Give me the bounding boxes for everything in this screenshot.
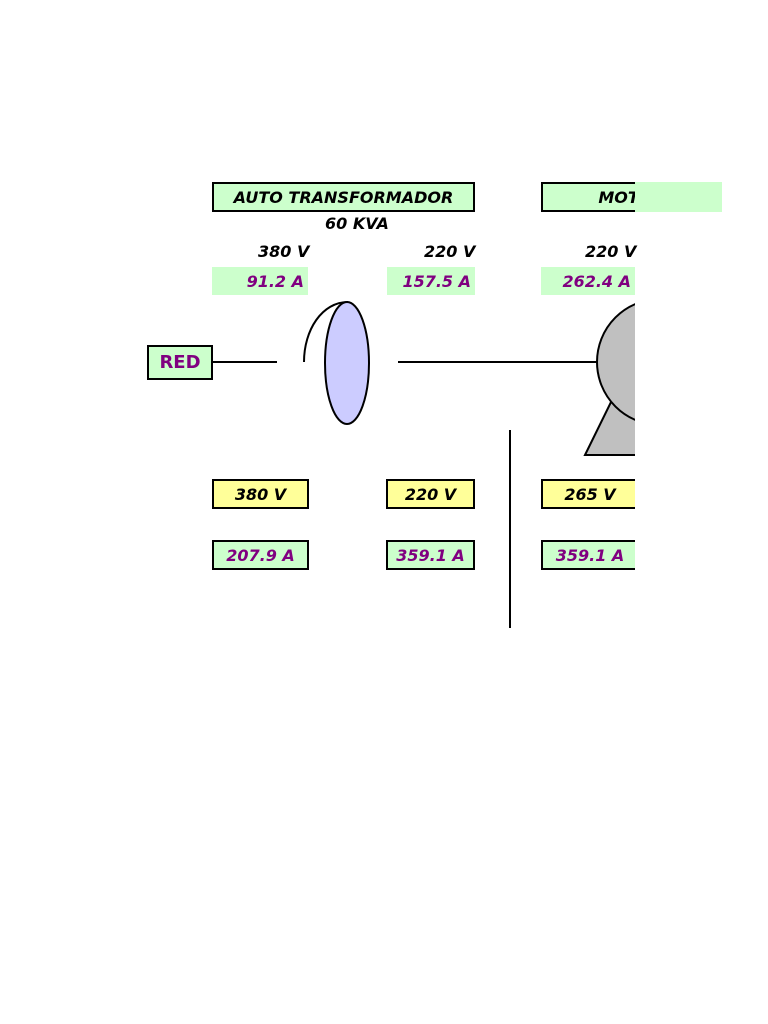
reading-voltage-3: 265 V <box>541 479 635 509</box>
reading-current-2: 359.1 A <box>386 540 475 570</box>
primary-voltage-label: 380 V <box>258 242 310 261</box>
reading-voltage-3-wrap: 265 V <box>541 479 635 509</box>
motor-title: MOTOR <box>541 182 635 212</box>
motor-header: MOTOR <box>541 182 722 212</box>
motor-current-value: 262.4 A <box>541 267 635 295</box>
motor-current-wrap: 262.4 A <box>541 267 635 295</box>
grid-red-label: RED <box>147 345 213 380</box>
secondary-voltage-label: 220 V <box>424 242 476 261</box>
reading-voltage-1: 380 V <box>212 479 309 509</box>
reading-current-3: 359.1 A <box>541 540 635 570</box>
primary-current-value: 91.2 A <box>212 267 308 295</box>
transformer-arc <box>303 301 349 363</box>
reading-current-1: 207.9 A <box>212 540 309 570</box>
reading-current-3-wrap: 359.1 A <box>541 540 635 570</box>
motor-icon <box>583 303 635 456</box>
transformer-title: AUTO TRANSFORMADOR <box>212 182 475 212</box>
secondary-current-value: 157.5 A <box>387 267 475 295</box>
transformer-rating: 60 KVA <box>325 214 389 233</box>
motor-voltage-label: 220 V <box>585 242 637 261</box>
reading-voltage-2: 220 V <box>386 479 475 509</box>
transformer-coil-icon <box>324 301 370 425</box>
